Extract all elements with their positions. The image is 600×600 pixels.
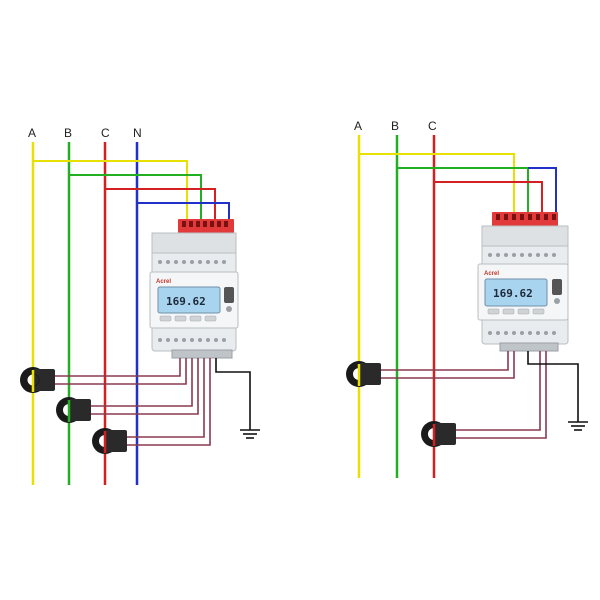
left-tap-a <box>33 160 188 226</box>
right-tap-n <box>528 167 557 218</box>
right-meter-brand: Acrel <box>484 271 499 277</box>
right-diagram: A B C Acrel 169.62 <box>346 119 588 478</box>
right-tap-b <box>397 167 529 218</box>
left-meter-brand: Acrel <box>156 279 171 285</box>
right-label-b: B <box>391 119 399 133</box>
left-tap-b <box>69 174 202 226</box>
right-ground-icon <box>527 351 588 431</box>
left-label-a: A <box>28 126 36 140</box>
left-ct-c <box>92 428 127 454</box>
right-tap-a <box>359 153 515 218</box>
left-diagram: A B C N <box>20 126 260 485</box>
left-label-c: C <box>101 126 110 140</box>
right-ct-c <box>421 421 456 447</box>
left-meter-reading: 169.62 <box>166 295 206 308</box>
right-label-a: A <box>354 119 362 133</box>
right-meter-lcd <box>484 278 548 307</box>
right-tap-c <box>434 181 543 218</box>
right-ct-a <box>346 361 381 387</box>
left-label-n: N <box>133 126 142 140</box>
right-terminal-block <box>492 212 558 226</box>
right-meter: Acrel 169.62 <box>477 225 569 352</box>
left-tap-c <box>105 188 216 226</box>
left-tap-n <box>137 202 230 226</box>
left-meter-lcd <box>157 286 221 314</box>
left-ct-b <box>56 397 91 423</box>
left-label-b: B <box>64 126 72 140</box>
left-meter: Acrel 169.62 <box>149 232 239 359</box>
left-ct-a <box>20 367 55 393</box>
right-ct-leads <box>381 351 547 439</box>
left-ground-icon <box>215 358 260 439</box>
right-label-c: C <box>428 119 437 133</box>
right-meter-reading: 169.62 <box>493 287 533 300</box>
left-ct-leads <box>55 358 211 446</box>
